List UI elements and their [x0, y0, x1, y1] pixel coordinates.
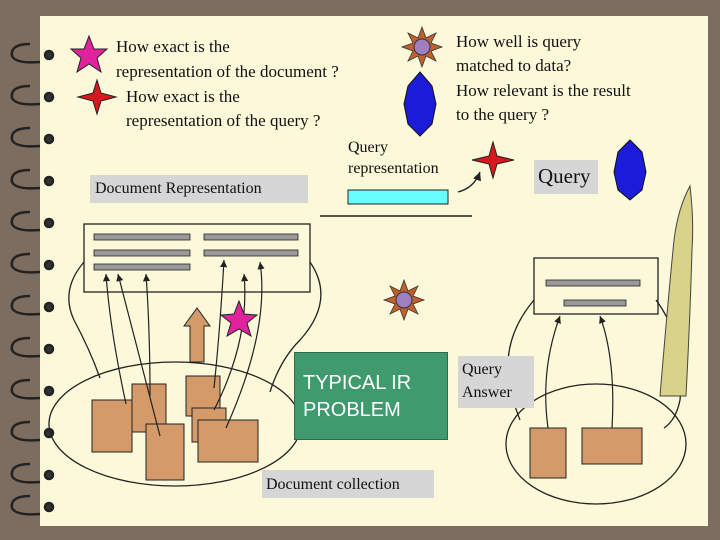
- document-block: [145, 423, 185, 481]
- cycle-arc: [68, 261, 101, 379]
- index-bar: [93, 263, 191, 271]
- connector-arrow: [142, 273, 151, 397]
- connector-arrow: [599, 315, 614, 429]
- index-bar: [93, 233, 191, 241]
- question-relevance-line2: to the query ?: [456, 105, 549, 124]
- connector-arrow: [213, 259, 228, 389]
- index-bar: [93, 249, 191, 257]
- answer-ellipse: [505, 383, 687, 505]
- blue-octagon-icon: [403, 71, 437, 137]
- document-collection-label-box: Document collection: [262, 470, 434, 498]
- connector-arrow: [102, 273, 127, 405]
- binding-ring: [10, 336, 55, 358]
- question-doc-line1: How exact is the: [116, 37, 230, 56]
- document-block: [91, 399, 133, 453]
- binding-ring: [10, 210, 55, 232]
- magenta-star-icon: [219, 299, 259, 338]
- binding-ring: [10, 462, 55, 484]
- query-answer-label-1: Query: [462, 361, 502, 378]
- connector-arrow: [116, 273, 161, 437]
- document-representation-box: [83, 223, 311, 293]
- sun-icon: [382, 278, 426, 322]
- document-block: [197, 419, 259, 463]
- query-representation-bar: [347, 189, 449, 205]
- binding-ring: [10, 42, 55, 64]
- answer-representation-box: [533, 257, 659, 315]
- question-doc-line2: representation of the document ?: [116, 62, 339, 81]
- binding-ring: [10, 378, 55, 400]
- binding-ring: [10, 294, 55, 316]
- question-query-line2: representation of the query ?: [126, 111, 321, 130]
- query-label-box: Query: [534, 160, 598, 194]
- query-representation-label-2: representation: [348, 160, 439, 177]
- index-bar: [545, 279, 641, 287]
- connector-arrow: [213, 273, 249, 411]
- typical-ir-label-2: PROBLEM: [303, 399, 401, 421]
- question-query-line1: How exact is the: [126, 87, 240, 106]
- magenta-star-icon: [69, 34, 109, 74]
- document-block: [529, 427, 567, 479]
- connector-arrow: [225, 261, 265, 429]
- index-bar: [203, 249, 299, 257]
- document-representation-label: Document Representation: [95, 180, 262, 197]
- binding-ring: [10, 168, 55, 190]
- query-representation-label-1: Query: [348, 139, 388, 156]
- spiral-binding-icon: [10, 42, 55, 516]
- index-bar: [563, 299, 627, 307]
- query-label: Query: [538, 164, 591, 188]
- typical-ir-label-1: TYPICAL IR: [303, 372, 412, 394]
- block-arrow: [183, 307, 211, 363]
- question-match-line1: How well is query: [456, 32, 582, 51]
- binding-ring: [10, 252, 55, 274]
- red-star-icon: [76, 78, 118, 116]
- document-block: [581, 427, 643, 465]
- binding-ring: [10, 420, 55, 442]
- index-bar: [203, 233, 299, 241]
- document-collection-label: Document collection: [266, 476, 400, 493]
- binding-ring: [10, 84, 55, 106]
- curved-olive-arrow: [659, 184, 694, 397]
- query-answer-label-2: Answer: [462, 384, 512, 401]
- question-match-line2: matched to data?: [456, 56, 572, 75]
- cycle-arc: [269, 261, 322, 393]
- query-answer-label-box: Query Answer: [458, 356, 534, 408]
- sun-icon: [400, 25, 444, 69]
- document-representation-label-box: Document Representation: [90, 175, 308, 203]
- binding-ring: [10, 126, 55, 148]
- question-relevance-line1: How relevant is the result: [456, 81, 631, 100]
- typical-ir-problem-box: TYPICAL IR PROBLEM: [294, 352, 448, 440]
- binding-ring: [10, 494, 55, 516]
- blue-octagon-icon: [613, 139, 647, 201]
- red-star-icon: [471, 140, 515, 180]
- connector-arrow: [457, 171, 481, 193]
- connector-arrow: [545, 315, 561, 429]
